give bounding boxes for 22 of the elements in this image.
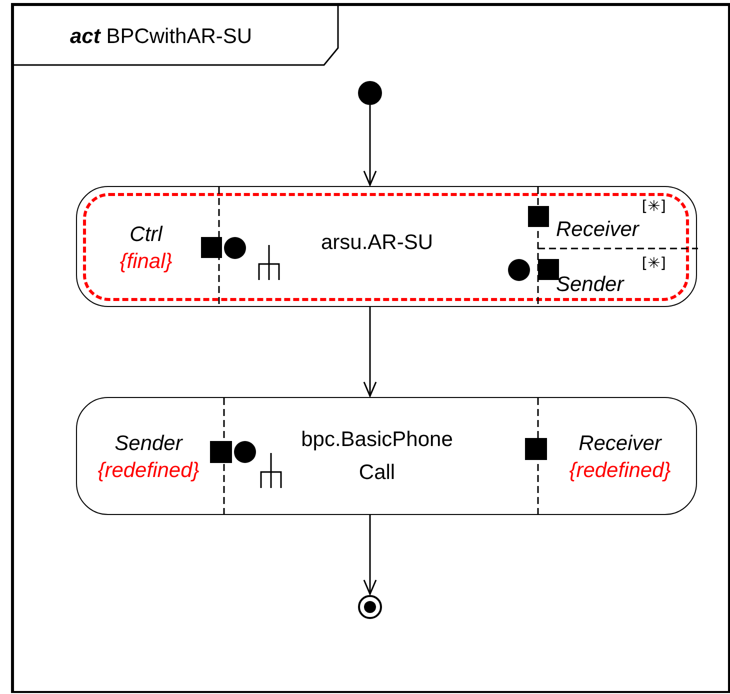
action-name: bpc.BasicPhone Call xyxy=(300,427,454,486)
pin-square xyxy=(525,438,547,460)
initial-node xyxy=(358,81,382,105)
frame-title: act BPCwithAR-SU xyxy=(70,26,252,47)
pin-square xyxy=(528,206,549,227)
control-flow-arrow xyxy=(363,105,377,186)
final-node xyxy=(358,595,382,619)
partition-name: Sender xyxy=(556,274,624,295)
constraint-text: {final} xyxy=(120,250,172,272)
partition-name: Ctrl xyxy=(130,224,162,244)
partition-name: Sender xyxy=(114,433,182,454)
constraint-text: {redefined} xyxy=(569,460,671,481)
control-flow-arrow xyxy=(363,515,377,595)
multiplicity-mark: [✳] xyxy=(642,256,666,271)
multiplicity-mark: [✳] xyxy=(642,199,666,214)
control-flow-arrow xyxy=(363,307,377,397)
partition-name: Receiver xyxy=(578,433,662,454)
constraint-text: {redefined} xyxy=(98,460,200,481)
partition-name: Receiver xyxy=(556,219,639,240)
pin-square xyxy=(210,441,232,463)
action-name: arsu.AR-SU xyxy=(320,230,434,256)
pin-square xyxy=(201,237,222,258)
